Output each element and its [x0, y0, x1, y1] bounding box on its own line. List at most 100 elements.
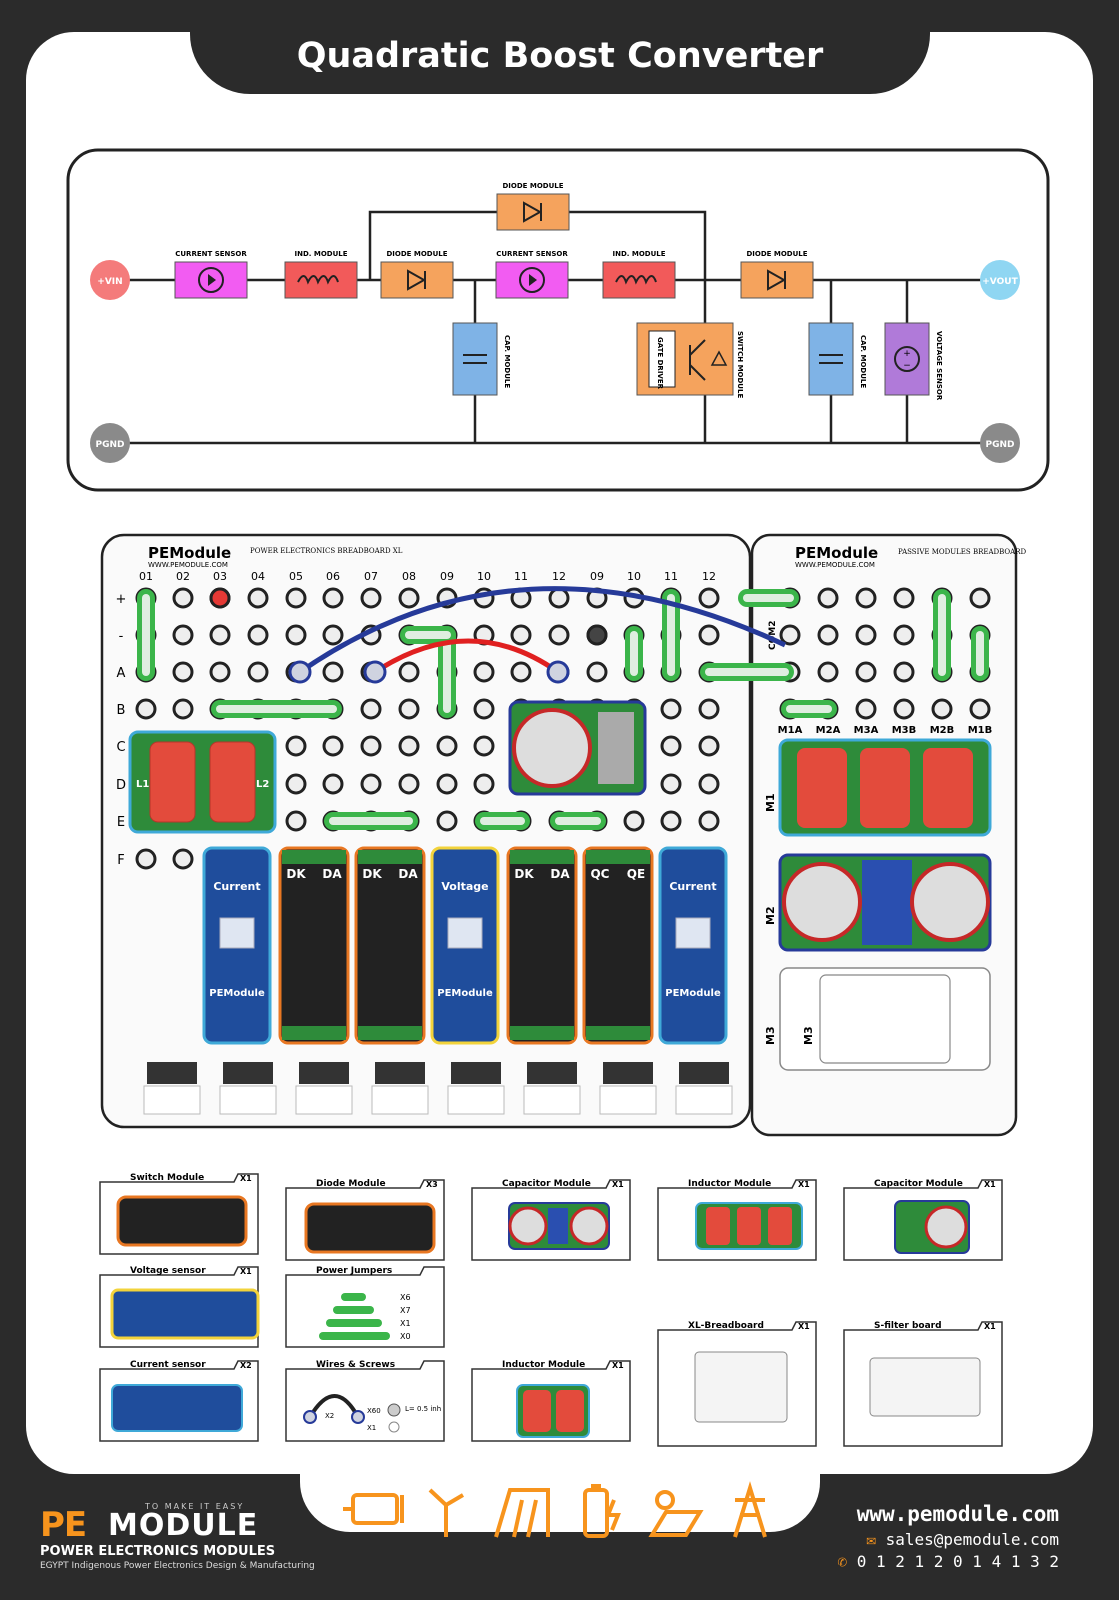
inductor-2-block	[602, 261, 676, 299]
terminal-block	[375, 1062, 425, 1084]
kit-jumpers-art	[319, 1293, 390, 1340]
phone-icon: ✆	[837, 1552, 857, 1571]
column-label: 04	[251, 570, 265, 583]
breadboard-hole	[855, 661, 877, 683]
kit-card-qty: X1	[240, 1174, 252, 1183]
screw-terminal	[546, 660, 570, 684]
breadboard-hole	[135, 848, 157, 870]
breadboard-hole	[135, 698, 157, 720]
inductor-coil	[797, 748, 847, 828]
kit-card-qty: X1	[984, 1322, 996, 1331]
breadboard-hole	[360, 587, 382, 609]
breadboard-hole	[398, 661, 420, 683]
passive-pin-label: M3B	[892, 725, 917, 736]
voltage-sensor-label: VOLTAGE SENSOR	[935, 331, 943, 401]
breadboard-hole	[855, 624, 877, 646]
kit-card-qty: X1	[798, 1180, 810, 1189]
passive-pin-label: M1A	[778, 725, 803, 736]
inductor-1-block	[284, 261, 358, 299]
vin-label: +VIN	[97, 277, 122, 287]
breadboard-hole	[660, 810, 682, 832]
brand-subtitle-2: EGYPT Indigenous Power Electronics Desig…	[40, 1561, 315, 1571]
diode-icon	[767, 269, 787, 291]
terminal-housing	[371, 1085, 429, 1115]
terminal-block	[451, 1062, 501, 1084]
column-label: 11	[514, 570, 528, 583]
breadboard-hole	[398, 735, 420, 757]
terminal-block	[299, 1062, 349, 1084]
diode-out-block	[740, 261, 814, 299]
screw-terminal	[363, 660, 387, 684]
terminal-housing	[523, 1085, 581, 1115]
bb-name: POWER ELECTRONICS BREADBOARD XL	[250, 547, 403, 555]
coil-icon	[615, 275, 657, 285]
sensor-brand: PEModule	[665, 988, 721, 999]
wind-turbine-icon	[428, 1488, 465, 1537]
kit-sfilter-art	[869, 1357, 981, 1417]
terminal-housing	[219, 1085, 277, 1115]
page-title: Quadratic Boost Converter	[296, 36, 824, 76]
pgnd-left-node	[90, 423, 130, 463]
breadboard-hole	[473, 773, 495, 795]
negative-terminal	[586, 624, 608, 646]
breadboard-hole	[698, 587, 720, 609]
breadboard-hole	[510, 661, 532, 683]
sensor-label: Voltage	[441, 880, 488, 893]
kit-card-qty: X1	[612, 1361, 624, 1370]
breadboard-hole	[247, 661, 269, 683]
voltage-sensor-block	[884, 322, 930, 396]
positive-terminal	[209, 587, 231, 609]
brand-logo-module: MODULE	[108, 1508, 259, 1543]
column-label: 07	[364, 570, 378, 583]
kit-card-qty: X2	[240, 1361, 252, 1370]
washer-qty: X1	[367, 1424, 376, 1432]
diode-1-block	[380, 261, 454, 299]
breadboard-hole	[322, 624, 344, 646]
breadboard-hole	[209, 661, 231, 683]
vout-node	[980, 260, 1020, 300]
breadboard-hole	[473, 735, 495, 757]
breadboard-hole	[172, 661, 194, 683]
diode-top-block	[496, 193, 570, 231]
breadboard-hole	[510, 624, 532, 646]
current-arrow-icon	[208, 274, 216, 286]
phone-number[interactable]: ✆ 0 1 2 1 2 0 1 4 1 3 2	[837, 1552, 1059, 1571]
gate-driver-label: GATE DRIVER	[656, 337, 664, 390]
breadboard-hole	[285, 624, 307, 646]
jumper-links	[137, 589, 989, 830]
title-tab	[190, 32, 930, 94]
terminal-housing	[675, 1085, 733, 1115]
cap-1-label: CAP. MODULE	[503, 335, 511, 388]
voltage-source-icon	[894, 346, 920, 372]
website-link[interactable]: www.pemodule.com	[856, 1502, 1059, 1526]
kit-card-title: Power Jumpers	[316, 1266, 392, 1276]
pin-label: QE	[627, 867, 645, 881]
column-label: 09	[440, 570, 454, 583]
pb-brand: PEModule	[795, 544, 878, 562]
jumper-qty: X0	[400, 1332, 411, 1341]
breadboard-hole	[855, 587, 877, 609]
terminal-housing	[447, 1085, 505, 1115]
breadboard-hole	[698, 624, 720, 646]
inductor-coil	[149, 741, 196, 823]
kit-card-title: Capacitor Module	[874, 1179, 963, 1189]
breadboard-hole	[969, 587, 991, 609]
breadboard-hole	[698, 698, 720, 720]
pin-label: DA	[322, 867, 342, 881]
inductor-coil	[860, 748, 910, 828]
terminal-block	[527, 1062, 577, 1084]
capacitor-can	[782, 862, 862, 942]
breadboard-hole	[360, 735, 382, 757]
email-link[interactable]: ✉ sales@pemodule.com	[866, 1530, 1059, 1549]
capacitor-can	[512, 708, 592, 788]
kit-voltage-art	[110, 1288, 260, 1340]
kit-card: Wires & Screws	[285, 1360, 445, 1442]
column-label: 10	[477, 570, 491, 583]
